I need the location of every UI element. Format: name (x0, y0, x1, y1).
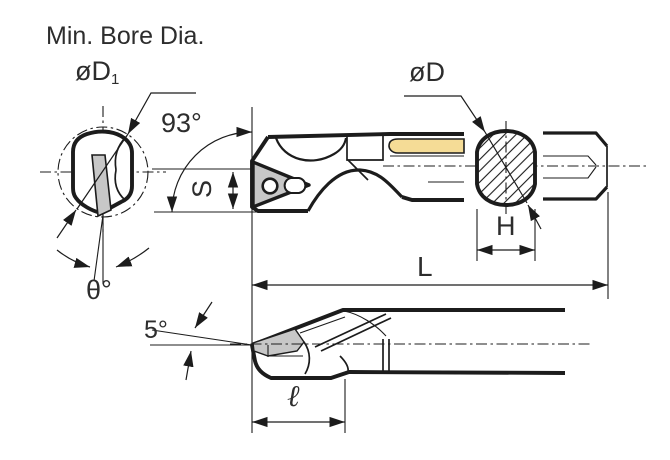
bore-diameter-subscript: 1 (111, 71, 120, 88)
shank-height-label: S (187, 180, 217, 199)
insert-end-view (91, 154, 112, 218)
insert-top-view (252, 328, 305, 357)
side-view (250, 131, 649, 213)
insert-hole (261, 177, 279, 195)
shank-diameter-label: øD (409, 57, 445, 87)
clamp-slot (283, 177, 307, 194)
offset-angle-label: θ° (86, 275, 112, 305)
end-view-min-bore (40, 92, 196, 284)
lead-angle-label: 93° (161, 108, 202, 138)
insert-side-view (251, 160, 311, 209)
min-bore-dia-label: Min. Bore Dia. (46, 22, 205, 50)
bore-diameter-label: øD1 (75, 56, 120, 88)
dimension-5deg (150, 301, 253, 381)
across-flats-label: H (496, 211, 516, 241)
tip-angle-label: 5° (144, 316, 168, 344)
dimension-93deg (166, 126, 253, 213)
top-view (230, 308, 593, 380)
effective-length-label: ℓ (287, 379, 300, 414)
shank-stripe (388, 138, 465, 154)
overall-length-label: L (417, 251, 433, 282)
cross-section-view (404, 95, 542, 256)
